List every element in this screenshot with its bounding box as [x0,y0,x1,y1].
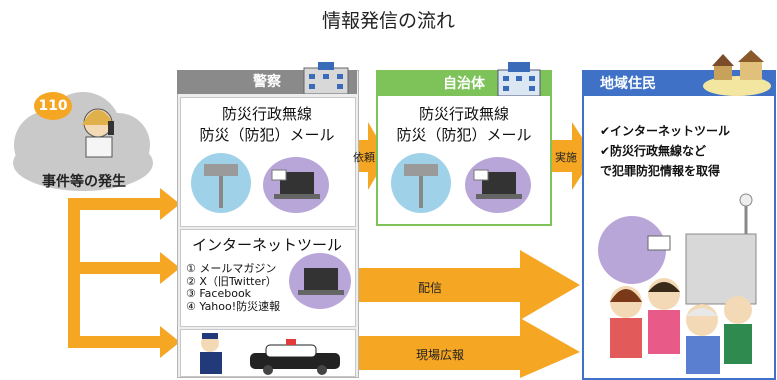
radio-speaker-icon [391,153,451,213]
residents-info-list: ✔インターネットツール ✔防災行政無線など で犯罪防犯情報を取得 [600,121,760,181]
residents-item: ✔防災行政無線など [600,144,707,158]
implement-label: 実施 [555,151,577,164]
branch-arrow-3 [68,336,166,348]
branch-arrow-2 [68,262,166,274]
municipality-header-label: 自治体 [443,76,485,92]
incident-cloud [13,92,153,191]
incident-label: 事件等の発生 [42,174,126,190]
onsite-label: 現場広報 [415,348,464,362]
branch-arrow-1 [68,198,166,210]
laptop-mail-icon [465,157,531,213]
police-officer-car-icon [200,333,340,375]
tool-item: ② X（旧Twitter） [186,274,277,288]
onsite-arrow [340,318,580,378]
municipality-line1: 防災行政無線 [418,105,509,123]
police-building-icon [303,62,349,94]
residents-header-label: 地域住民 [600,76,656,92]
municipal-building-icon [497,62,541,96]
tool-item: ① メールマガジン [186,262,277,275]
radio-speaker-icon [191,153,251,213]
residents-item: ✔インターネットツール [600,124,731,138]
residents-item: で犯罪防犯情報を取得 [600,164,721,178]
page-title: 情報発信の流れ [321,10,455,32]
internet-tools-list: ① メールマガジン ② X（旧Twitter） ③ Facebook ④ Yah… [186,262,306,313]
internet-tools-title: インターネットツール [191,236,342,254]
distribute-label: 配信 [417,281,442,295]
emergency-number-badge: 110 [34,92,72,120]
tool-item: ③ Facebook [186,287,252,300]
police-header-label: 警察 [253,74,281,90]
tool-item: ④ Yahoo!防災速報 [186,299,281,313]
police-box1-line2: 防災（防犯）メール [199,126,335,144]
request-label: 依頼 [353,151,375,164]
laptop-mail-icon [263,157,329,213]
municipality-line2: 防災（防犯）メール [396,126,532,144]
police-box1-line1: 防災行政無線 [221,105,312,123]
houses-icon [703,50,771,96]
distribute-arrow [340,250,580,320]
residents-illustration [598,193,757,374]
laptop-icon [289,253,351,309]
